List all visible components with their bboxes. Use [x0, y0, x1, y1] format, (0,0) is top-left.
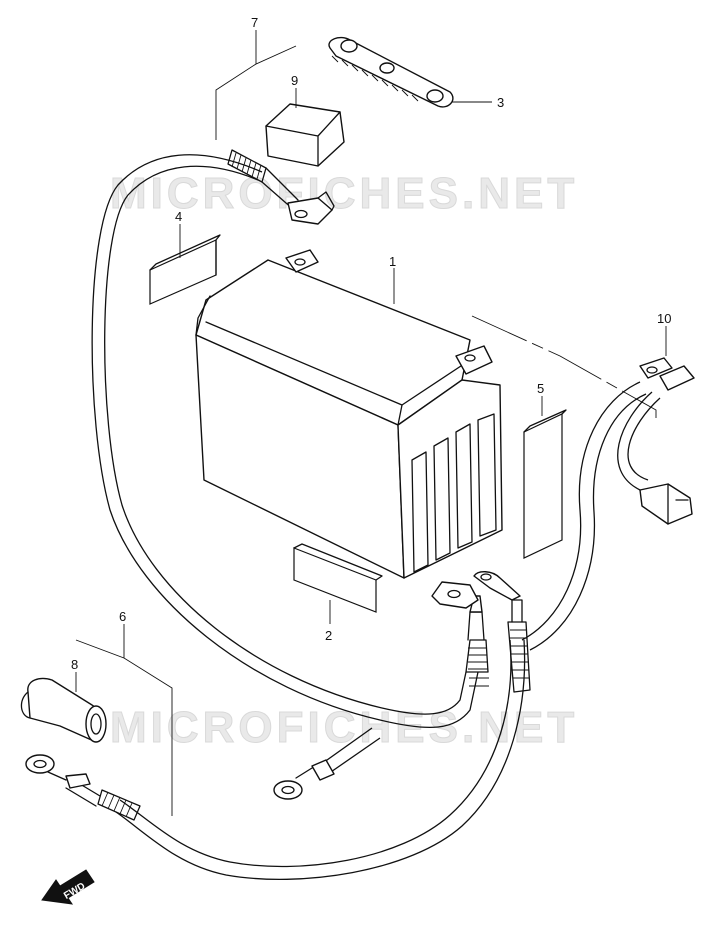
battery-holder-strap: [328, 36, 454, 108]
terminal-cap: [265, 103, 345, 167]
callout-4: 4: [175, 209, 182, 224]
callout-9: 9: [291, 73, 298, 88]
lead-lug-top: [287, 191, 335, 225]
fwd-arrow-icon: FWD: [41, 869, 95, 905]
short-wire-ring: [273, 727, 381, 800]
callout-8: 7: [251, 15, 258, 30]
lead-boot-bottom: [431, 581, 489, 687]
terminal-cover: [20, 677, 107, 743]
watermark-top: MICROFICHES.NET: [110, 169, 578, 218]
callout-6: 6: [119, 609, 126, 624]
negative-lead-wire: [25, 571, 531, 880]
callout-5: 5: [537, 381, 544, 396]
leader-lines: [75, 30, 667, 816]
positive-lead-wire: [91, 149, 489, 728]
callout-7: 8: [71, 657, 78, 672]
neg-boot-top: [473, 571, 531, 693]
pad-right: [523, 409, 567, 559]
callout-2: 2: [325, 628, 332, 643]
callout-1: 1: [389, 254, 396, 269]
pad-left: [149, 234, 221, 305]
battery: [195, 249, 503, 579]
pad-lower: [293, 543, 383, 613]
callout-3: 3: [497, 95, 504, 110]
neg-boot-bottom: [25, 754, 141, 821]
fuse-wire: [521, 357, 695, 651]
callout-10: 10: [657, 311, 671, 326]
